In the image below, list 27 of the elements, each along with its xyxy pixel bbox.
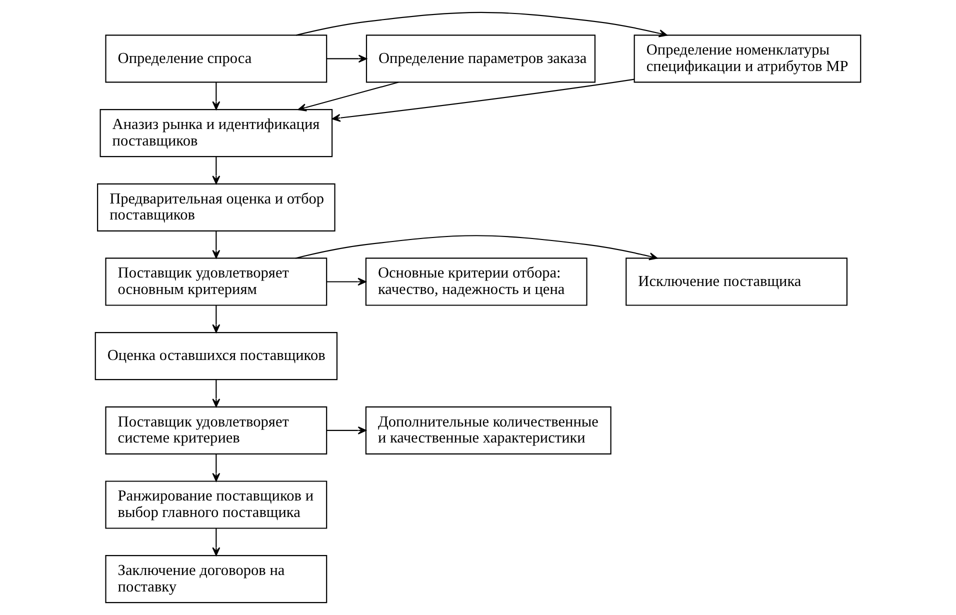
arrow: [212, 156, 220, 184]
arrow: [212, 454, 220, 482]
arrow: [298, 82, 399, 112]
arrow: [326, 426, 366, 434]
node-box: Поставщик удовлетворяет основным критериям: [105, 258, 328, 306]
arrow: [212, 528, 220, 556]
node-box: Основные критерии отбора: качество, надежность и цена: [365, 258, 588, 306]
node-box: Поставщик удовлетворяет системе критериев: [105, 406, 328, 454]
node-box: Определение спроса: [105, 34, 328, 83]
node-box: Дополнительные количественные и качественные характеристики: [365, 406, 612, 454]
arrow: [212, 82, 220, 110]
node-box: Определение номенклатуры спецификации и атрибутов МР: [634, 34, 862, 83]
arrow: [212, 380, 220, 408]
arrow: [332, 78, 634, 122]
arrow: [212, 305, 220, 333]
arrow: [295, 235, 658, 260]
arrow: [326, 278, 366, 286]
node-box: Аназиз рынка и идентификация поставщиков: [100, 109, 333, 158]
node-box: Оценка оставшихся поставщиков: [94, 332, 338, 380]
node-box: Предварительная оценка и отбор поставщиков: [97, 183, 336, 232]
node-box: Исключение поставщика: [626, 258, 848, 306]
node-box: Ранжирование поставщиков и выбор главного поставщика: [105, 480, 328, 529]
arrow: [212, 230, 220, 259]
arrow: [326, 54, 367, 63]
node-box: Определение параметров заказа: [366, 34, 596, 83]
node-box: Заключение договоров на поставку: [105, 555, 328, 604]
arrow: [296, 12, 668, 38]
